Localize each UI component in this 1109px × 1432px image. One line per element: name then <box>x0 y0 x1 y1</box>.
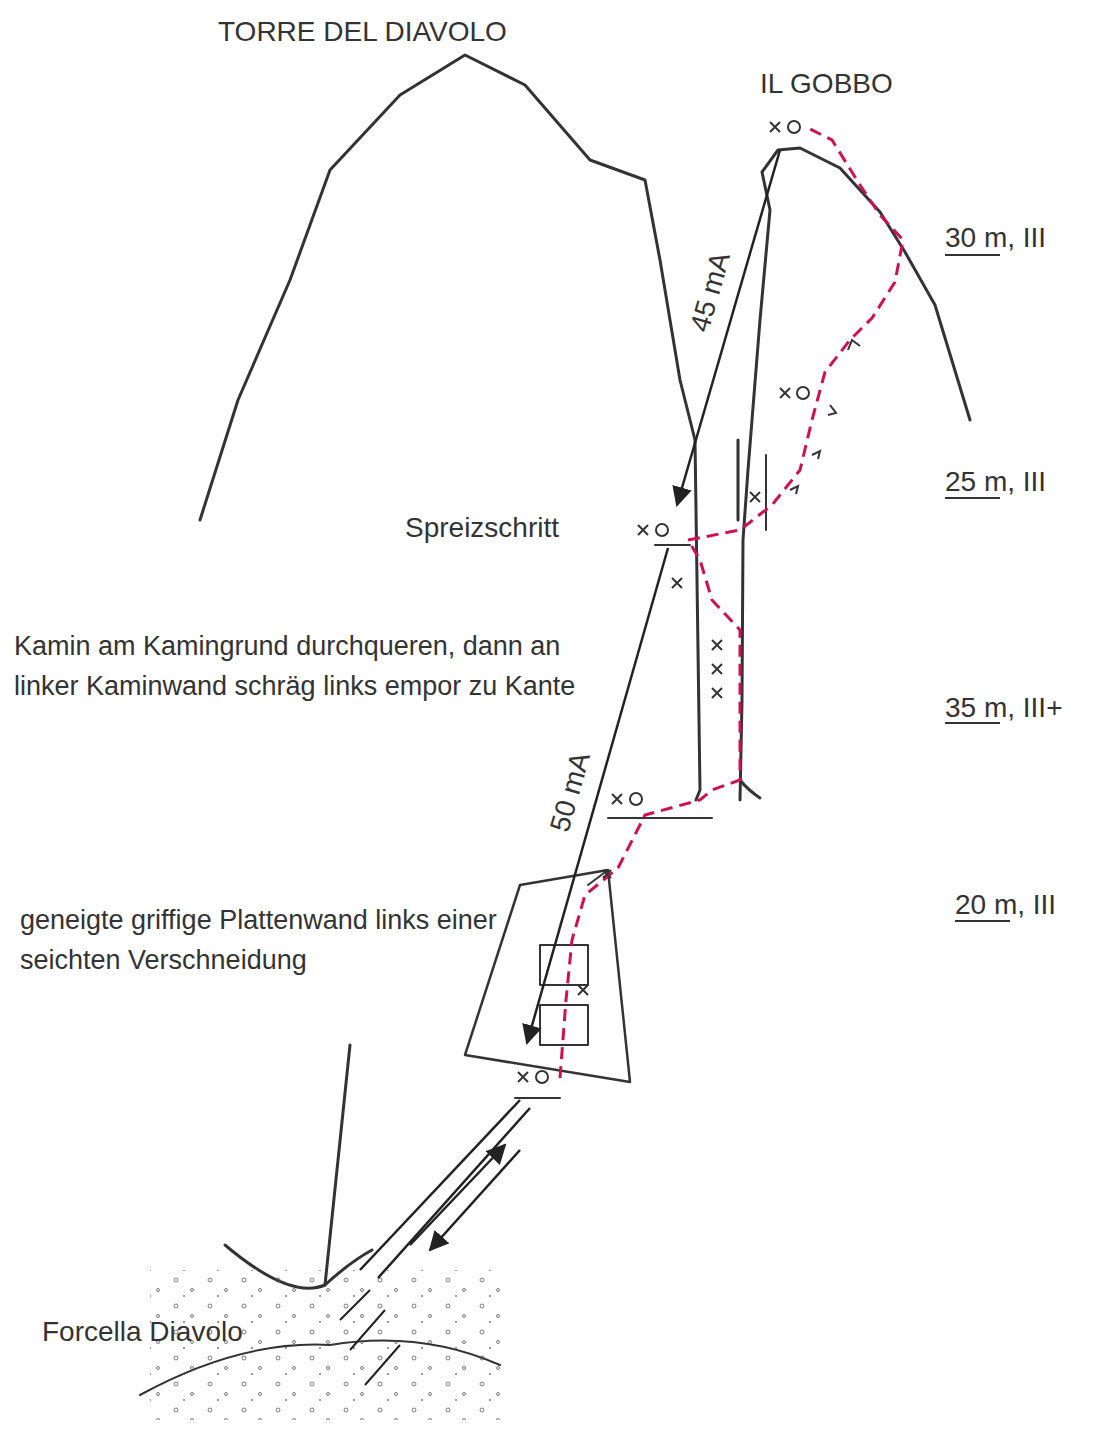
route-note: Spreizschritt <box>405 508 559 548</box>
abseil-length: 45 mA <box>680 248 741 337</box>
pitch-grade: 35 m, III+ <box>945 688 1063 728</box>
route-description: Kamin am Kamingrund durchqueren, dann an… <box>14 626 624 706</box>
pitch-grade: 25 m, III <box>945 462 1046 502</box>
peak-name: TORRE DEL DIAVOLO <box>218 12 507 52</box>
pitch-grade: 30 m, III <box>945 218 1046 258</box>
route-description: geneigte griffige Plattenwand links eine… <box>20 900 500 980</box>
peak-name: IL GOBBO <box>760 64 893 104</box>
abseil-length: 50 mA <box>540 748 601 837</box>
pitch-grade: 20 m, III <box>955 885 1056 925</box>
col-name: Forcella Diavolo <box>42 1312 243 1352</box>
